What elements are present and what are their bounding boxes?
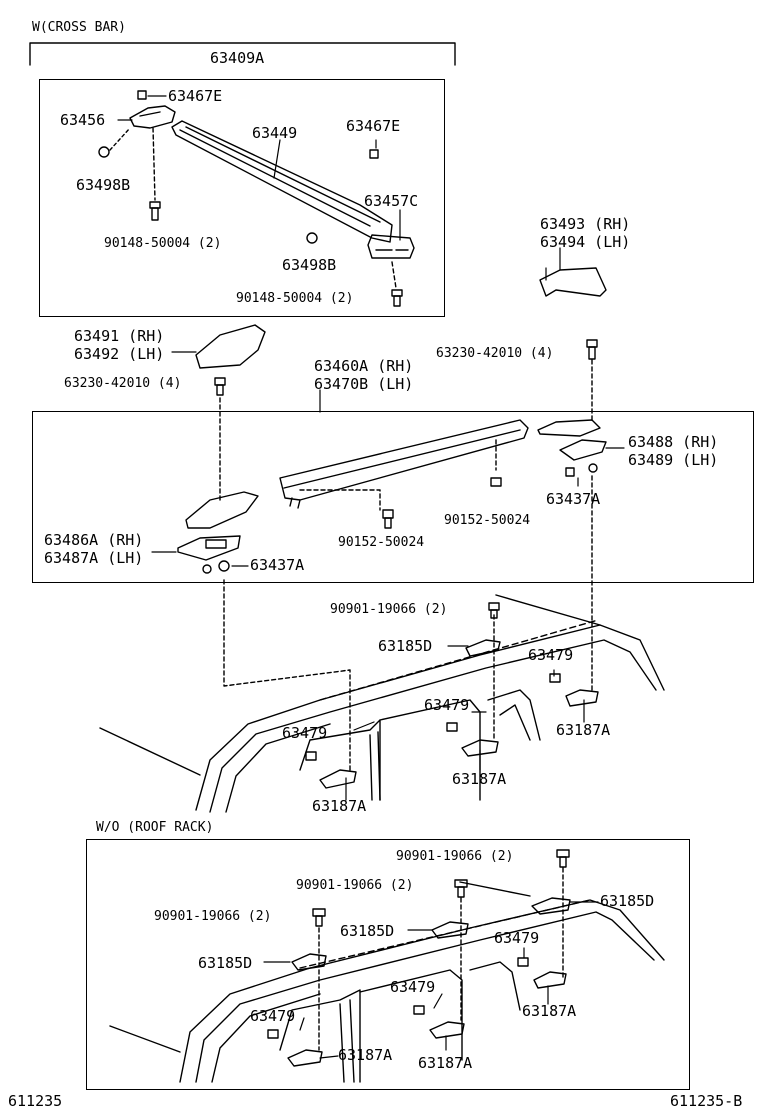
label-63479-with-mid: 63479	[424, 696, 470, 714]
label-63187a-wo-right: 63187A	[522, 1002, 577, 1020]
label-63187a-with-left: 63187A	[312, 797, 367, 815]
label-63449: 63449	[252, 124, 298, 142]
label-63479-with-right: 63479	[528, 646, 574, 664]
footer-code-right: 611235-B	[670, 1092, 743, 1110]
label-63494-lh: 63494 (LH)	[540, 233, 631, 251]
rail-base-front-drawing	[177, 491, 259, 574]
label-63187a-with-right: 63187A	[556, 721, 611, 739]
label-63230-left: 63230-42010 (4)	[64, 376, 182, 391]
plug-drawings	[98, 127, 318, 244]
label-63185d-wo-mid: 63185D	[340, 922, 395, 940]
label-63489-lh: 63489 (LH)	[628, 451, 719, 469]
roof-with-drawing	[99, 594, 665, 813]
section-without-title: W/O (ROOF RACK)	[96, 820, 214, 835]
side-rail-drawing	[279, 419, 529, 511]
label-63493-rh: 63493 (RH)	[540, 215, 631, 233]
label-63491-rh: 63491 (RH)	[74, 327, 165, 345]
rear-cover-drawing	[539, 267, 607, 297]
label-63457c: 63457C	[364, 192, 419, 210]
label-63479-with-left: 63479	[282, 724, 328, 742]
rail-bolt-drawings	[214, 339, 598, 501]
end-cap-left-drawing	[129, 90, 176, 129]
label-63460a-rh: 63460A (RH)	[314, 357, 414, 375]
label-63479-wo-right: 63479	[494, 929, 540, 947]
footer-code-left: 611235	[8, 1092, 63, 1110]
label-63437a-rear: 63437A	[546, 490, 601, 508]
label-63470b-lh: 63470B (LH)	[314, 375, 414, 393]
label-63492-lh: 63492 (LH)	[74, 345, 165, 363]
label-90148-left: 90148-50004 (2)	[104, 236, 222, 251]
label-63185d-with: 63185D	[378, 637, 433, 655]
label-63456: 63456	[60, 111, 106, 129]
label-63185d-wo-right: 63185D	[600, 892, 655, 910]
end-cap-right-drawing	[367, 149, 415, 259]
roof-without-fasteners	[267, 849, 571, 1067]
label-90152-right: 90152-50024	[444, 513, 531, 528]
crossbar-frame	[39, 79, 445, 317]
label-63498b-right: 63498B	[282, 256, 337, 274]
label-63467e-right: 63467E	[346, 117, 401, 135]
label-63187a-with-mid: 63187A	[452, 770, 507, 788]
label-63185d-wo-left: 63185D	[198, 954, 253, 972]
crossbar-bracket-line	[29, 42, 456, 66]
label-63230-right: 63230-42010 (4)	[436, 346, 554, 361]
label-90152-left: 90152-50024	[338, 535, 425, 550]
label-63479-wo-left: 63479	[250, 1007, 296, 1025]
label-90901-wo-mid: 90901-19066 (2)	[296, 878, 414, 893]
leader-lines	[117, 95, 625, 1059]
label-63187a-wo-mid: 63187A	[418, 1054, 473, 1072]
label-90901-with: 90901-19066 (2)	[330, 602, 448, 617]
roof-with-fasteners	[305, 602, 599, 789]
without-rack-frame	[86, 839, 690, 1090]
assy-number: 63409A	[210, 49, 265, 67]
label-63488-rh: 63488 (RH)	[628, 433, 719, 451]
roof-without-drawing	[109, 881, 665, 1083]
label-63437a-front: 63437A	[250, 556, 305, 574]
label-90148-right: 90148-50004 (2)	[236, 291, 354, 306]
rail-base-rear-drawing	[537, 419, 607, 477]
label-63487a-lh: 63487A (LH)	[44, 549, 144, 567]
label-63479-wo-mid: 63479	[390, 978, 436, 996]
front-cover-drawing	[195, 324, 266, 369]
label-63467e-top: 63467E	[168, 87, 223, 105]
rail-screw-drawings	[382, 477, 502, 529]
label-63498b-left: 63498B	[76, 176, 131, 194]
rail-to-roof-links	[223, 475, 593, 771]
section-with-title: W(CROSS BAR)	[32, 20, 126, 35]
crossbar-bar-drawing	[171, 120, 393, 243]
label-63187a-wo-left: 63187A	[338, 1046, 393, 1064]
label-90901-wo-top: 90901-19066 (2)	[396, 849, 514, 864]
screw-drawings	[149, 127, 403, 307]
rail-frame	[32, 411, 754, 583]
label-63486a-rh: 63486A (RH)	[44, 531, 144, 549]
label-90901-wo-left: 90901-19066 (2)	[154, 909, 272, 924]
